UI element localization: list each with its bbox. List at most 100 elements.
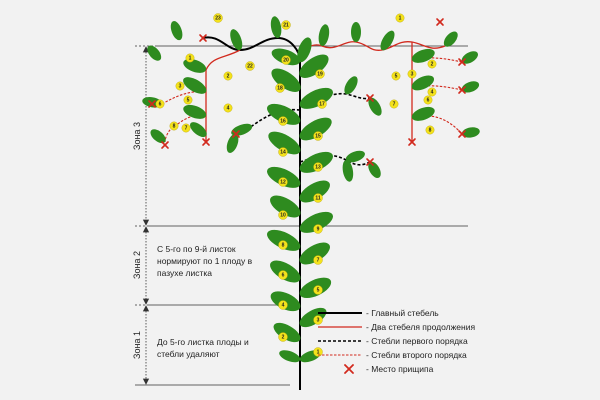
svg-text:4: 4: [431, 89, 434, 95]
leaf-number-14: 14: [278, 147, 288, 157]
leaf: [461, 51, 478, 64]
legend-label-continuation: - Два стебеля продолжения: [366, 322, 475, 332]
leaf: [342, 159, 354, 182]
pinch-mark: [436, 18, 444, 26]
legend-label-main: - Главный стебель: [366, 308, 439, 318]
branch-right-leaf-4: 4: [427, 87, 437, 97]
leaf: [461, 81, 480, 93]
zone-2-title: Зона 2: [132, 251, 142, 279]
leaf: [443, 31, 458, 47]
branch-left-leaf-7: 7: [181, 123, 191, 133]
branch-left-leaf-5: 5: [183, 95, 193, 105]
svg-text:19: 19: [317, 71, 323, 77]
leaf: [368, 161, 381, 178]
leaf: [226, 133, 239, 153]
leaf: [299, 87, 333, 109]
svg-text:14: 14: [280, 149, 286, 155]
second-order-stem-b: [164, 114, 207, 143]
branch-right-leaf-7: 7: [389, 99, 399, 109]
svg-text:23: 23: [215, 15, 221, 21]
pinch-mark: [366, 158, 374, 166]
leaf: [270, 195, 301, 218]
leaf-number-17: 17: [317, 99, 327, 109]
svg-text:11: 11: [315, 195, 321, 201]
second-order-stem-c: [411, 57, 463, 63]
svg-text:6: 6: [159, 101, 162, 107]
leaf-number-13: 13: [313, 162, 323, 172]
branch-right-leaf-1: 1: [395, 13, 405, 23]
legend-swatch-pinch: [344, 364, 354, 374]
pinch-mark: [199, 34, 207, 42]
leaf-number-9: 9: [313, 224, 323, 234]
leaf: [299, 242, 330, 265]
svg-text:18: 18: [277, 85, 283, 91]
leaf: [411, 75, 435, 91]
branch-right-leaf-8: 8: [425, 125, 435, 135]
svg-text:2: 2: [227, 73, 230, 79]
branch-left-leaf-4: 4: [223, 103, 233, 113]
svg-text:1: 1: [399, 15, 402, 21]
svg-text:5: 5: [317, 287, 320, 293]
legend-label-second-order: - Стебли второго порядка: [366, 350, 467, 360]
leaf-number-10: 10: [278, 210, 288, 220]
zone-2-note: С 5-го по 9-й листок нормируют по 1 плод…: [157, 244, 253, 278]
leaf: [344, 76, 358, 95]
zone-1-title: Зона 1: [132, 331, 142, 359]
svg-text:8: 8: [173, 123, 176, 129]
branch-left-leaf-1: 1: [185, 53, 195, 63]
leaf-number-21: 21: [281, 20, 291, 30]
zone-3-title: Зона 3: [132, 122, 142, 150]
leaf-number-2: 2: [278, 332, 288, 342]
continuation-stem-left: [205, 49, 241, 142]
leaf: [411, 106, 435, 121]
leaf-number-19: 19: [315, 69, 325, 79]
continuation-stem-right: [299, 41, 446, 63]
leaf-number-15: 15: [313, 131, 323, 141]
svg-text:3: 3: [317, 317, 320, 323]
leaf-number-5: 5: [313, 285, 323, 295]
pinch-mark: [458, 58, 466, 66]
leaf: [147, 45, 162, 61]
leaf-number-6: 6: [278, 270, 288, 280]
svg-text:2: 2: [282, 334, 285, 340]
svg-text:4: 4: [227, 105, 230, 111]
leaf: [411, 48, 435, 63]
leaf-number-8: 8: [278, 240, 288, 250]
svg-text:7: 7: [317, 257, 320, 263]
svg-text:6: 6: [282, 272, 285, 278]
svg-text:3: 3: [179, 83, 182, 89]
leaf-number-1: 1: [313, 347, 323, 357]
leaf: [380, 30, 395, 51]
leaf: [183, 58, 207, 73]
leaf: [183, 104, 207, 119]
leaf: [297, 37, 312, 63]
leaf-number-16: 16: [278, 116, 288, 126]
svg-text:4: 4: [282, 302, 285, 308]
branch-left-leaf-3: 3: [175, 81, 185, 91]
leaf: [318, 24, 330, 47]
svg-text:8: 8: [282, 242, 285, 248]
leaf: [461, 127, 480, 138]
leaf-number-22: 22: [245, 61, 255, 71]
leaf-number-3: 3: [313, 315, 323, 325]
svg-text:21: 21: [283, 22, 289, 28]
zone-arrows: [142, 46, 150, 385]
branch-left-leaf-8: 8: [169, 121, 179, 131]
leaf: [230, 29, 243, 51]
leaf: [268, 131, 301, 155]
leaf-number-20: 20: [281, 55, 291, 65]
leaf: [368, 97, 382, 116]
leaf: [351, 22, 361, 42]
leaf: [299, 117, 332, 141]
svg-text:22: 22: [247, 63, 253, 69]
svg-text:7: 7: [185, 125, 188, 131]
leaf-number-23: 23: [213, 13, 223, 23]
leaf: [299, 180, 330, 203]
svg-text:15: 15: [315, 133, 321, 139]
leaf-number-18: 18: [275, 83, 285, 93]
zone-1-note: До 5-го листка плоды и стебли удаляют: [157, 337, 249, 359]
svg-text:16: 16: [280, 118, 286, 124]
branch-left-leaf-2: 2: [223, 71, 233, 81]
legend: - Главный стебель - Два стебеля продолже…: [318, 308, 475, 374]
